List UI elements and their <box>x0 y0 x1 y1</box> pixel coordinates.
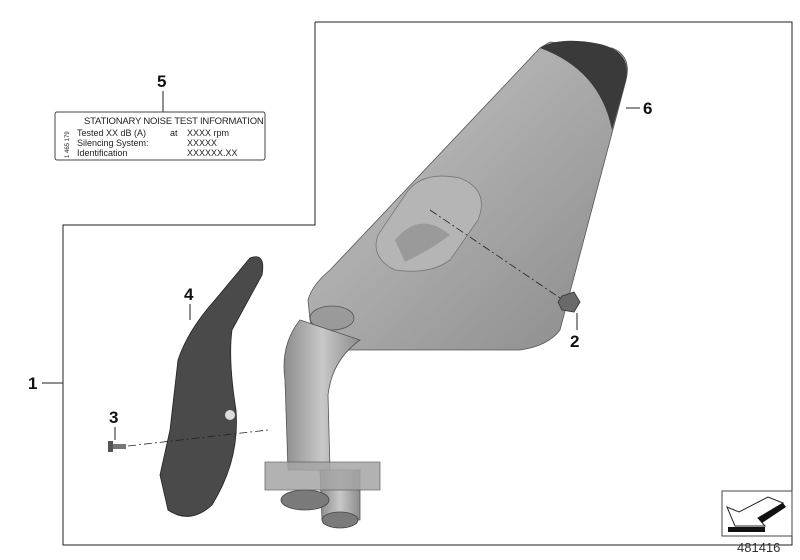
callout-4: 4 <box>184 285 194 304</box>
label-row-right: XXXXX <box>187 138 217 148</box>
label-side-code: 1 465 179 <box>65 131 71 158</box>
callout-5: 5 <box>157 72 166 91</box>
assembly-frame <box>62 21 793 546</box>
noise-label-plate: STATIONARY NOISE TEST INFORMATION 1 465 … <box>54 111 266 161</box>
label-row-left: Silencing System: <box>77 138 149 148</box>
nut-part-2[interactable] <box>557 291 581 313</box>
diagram-number: 481416 <box>737 540 780 555</box>
label-row-mid: at <box>170 128 178 138</box>
arrow-down-left-icon[interactable] <box>721 490 793 537</box>
screw-part-3[interactable] <box>108 441 126 452</box>
label-row-left: Identification <box>77 148 128 158</box>
callout-6: 6 <box>643 99 652 118</box>
shield-hole <box>225 410 235 420</box>
label-row-right: XXXXXX.XX <box>187 148 238 158</box>
exhaust-pipe <box>264 319 381 529</box>
label-title: STATIONARY NOISE TEST INFORMATION <box>84 116 264 127</box>
label-row-left: Tested XX dB (A) <box>77 128 146 138</box>
label-row-right: XXXX rpm <box>187 128 229 138</box>
muffler-part-6[interactable] <box>307 40 628 351</box>
callout-3: 3 <box>109 408 118 427</box>
muffler-end-cap <box>540 40 627 130</box>
callout-2: 2 <box>570 332 579 351</box>
heat-shield-part-4[interactable] <box>159 256 264 517</box>
callout-1: 1 <box>28 374 37 393</box>
